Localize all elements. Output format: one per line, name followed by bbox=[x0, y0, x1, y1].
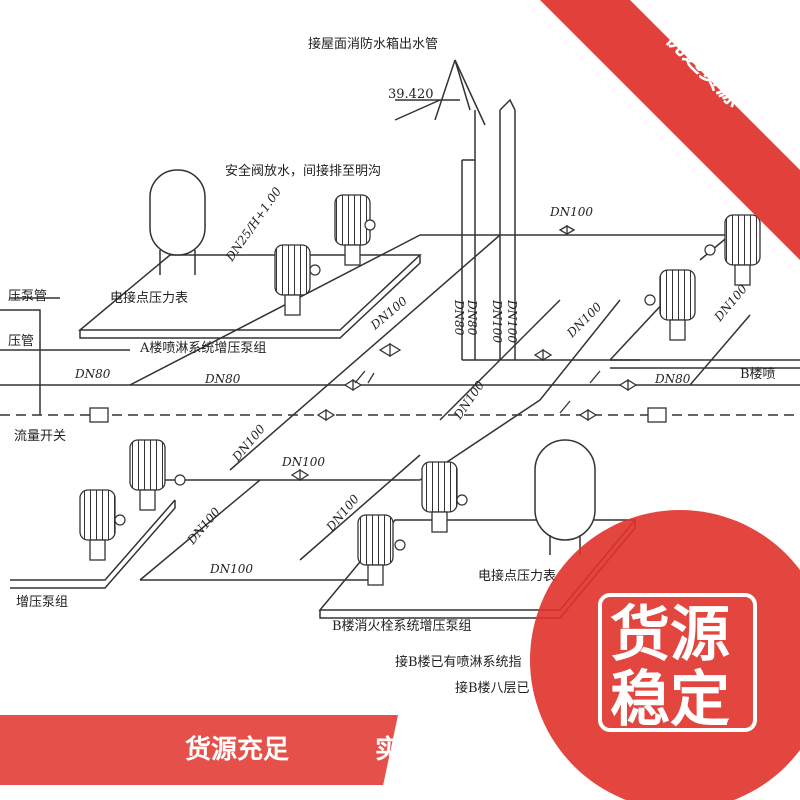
pipe-label: DN100 bbox=[281, 455, 325, 469]
stability-badge: 货源 稳定 bbox=[530, 510, 800, 800]
platform-right bbox=[609, 284, 800, 369]
diagram-labels: 接屋面消防水箱出水管 39.420 安全阀放水，间接排至明沟 DN25/H+1.… bbox=[8, 36, 776, 696]
label-pump-pipe-2: 压管 bbox=[8, 334, 34, 349]
pipe-label: DN100 bbox=[490, 299, 504, 343]
pipe-label: DN100 bbox=[549, 205, 593, 219]
pipe-label: DN100 bbox=[505, 299, 519, 343]
pipe-label: DN100 bbox=[564, 300, 605, 341]
pipe-label: DN100 bbox=[367, 294, 410, 333]
pipe-label: DN100 bbox=[711, 282, 750, 325]
label-relief-valve-note: 安全阀放水，间接排至明沟 bbox=[225, 163, 381, 179]
corner-ribbon: 优选货源 bbox=[540, 0, 800, 260]
label-b-building-right: B楼喷 bbox=[740, 367, 776, 382]
pressure-tank-b bbox=[534, 439, 596, 555]
label-hydrant-group-b: B楼消火栓系统增压泵组 bbox=[332, 619, 472, 634]
pipe-label: DN100 bbox=[229, 422, 268, 465]
pipe-label: DN100 bbox=[184, 505, 223, 548]
pipe-label: DN80 bbox=[465, 299, 479, 336]
label-sprinkler-group-a: A楼喷淋系统增压泵组 bbox=[139, 341, 266, 356]
bottom-banner: 货源充足 实力公司 bbox=[0, 715, 479, 785]
platform-a bbox=[77, 254, 422, 339]
valves bbox=[89, 224, 667, 482]
label-connect-b-eighth: 接B楼八层已 bbox=[455, 680, 530, 696]
platform-left bbox=[10, 499, 176, 589]
badge-line-2: 稳定 bbox=[610, 665, 730, 735]
label-flow-switch: 流量开关 bbox=[14, 429, 66, 444]
bottom-left-text: 货源充足 bbox=[185, 734, 289, 765]
pumps bbox=[79, 194, 761, 586]
pipe-label: DN80 bbox=[654, 372, 691, 386]
label-pump-pipe-1: 压泵管 bbox=[8, 289, 47, 304]
pipe-label: DN80 bbox=[204, 372, 241, 386]
label-pressure-gauge-a: 电接点压力表 bbox=[110, 290, 188, 306]
pressure-gauges bbox=[114, 219, 716, 551]
pipe-network bbox=[0, 59, 800, 581]
pipe-label: DN100 bbox=[209, 562, 253, 576]
pipe-label: DN80 bbox=[452, 299, 466, 336]
badge-line-1: 货源 bbox=[610, 600, 730, 670]
pipe-label: DN100 bbox=[323, 492, 362, 535]
label-pressure-gauge-b: 电接点压力表 bbox=[478, 568, 556, 584]
label-elevation: 39.420 bbox=[388, 87, 434, 102]
label-connect-b-sprinkler: 接B楼已有喷淋系统指 bbox=[395, 654, 522, 670]
pressure-tank-a bbox=[149, 169, 206, 275]
label-booster-group-left: 增压泵组 bbox=[16, 595, 68, 610]
pipe-label: DN80 bbox=[74, 367, 111, 381]
label-roof-tank-outlet: 接屋面消防水箱出水管 bbox=[308, 36, 438, 52]
bottom-right-text: 实力公司 bbox=[375, 734, 479, 765]
